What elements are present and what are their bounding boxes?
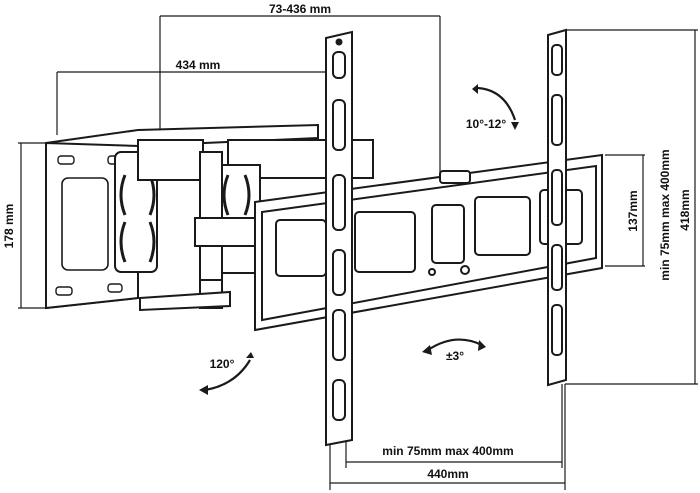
tilt-label: 10°-12°: [466, 117, 506, 131]
rotation-arrow-icon: [427, 338, 483, 351]
tv-bracket-right: [547, 28, 567, 387]
tilt-arrow-icon: [477, 86, 517, 121]
tv-plate-width-label: 440mm: [427, 467, 468, 481]
tv-plate-height-label: 418mm: [678, 189, 692, 230]
swivel-label: 120°: [210, 357, 235, 371]
tv-vertical-pattern-label: 137mm: [626, 190, 640, 231]
wall-plate-height-label: 178 mm: [2, 204, 16, 249]
vesa-horizontal-label: min 75mm max 400mm: [382, 444, 513, 458]
rotation-label: ±3°: [446, 349, 464, 363]
wall-plate-span-label: 434 mm: [176, 58, 221, 72]
tv-bracket-left: [325, 30, 353, 447]
dimension-lines: [18, 15, 698, 490]
arm-extension-label: 73-436 mm: [269, 2, 331, 16]
swivel-arrow-icon: [204, 359, 251, 392]
vesa-vertical-label: min 75mm max 400mm: [658, 149, 672, 280]
motion-arrows: [199, 84, 519, 395]
